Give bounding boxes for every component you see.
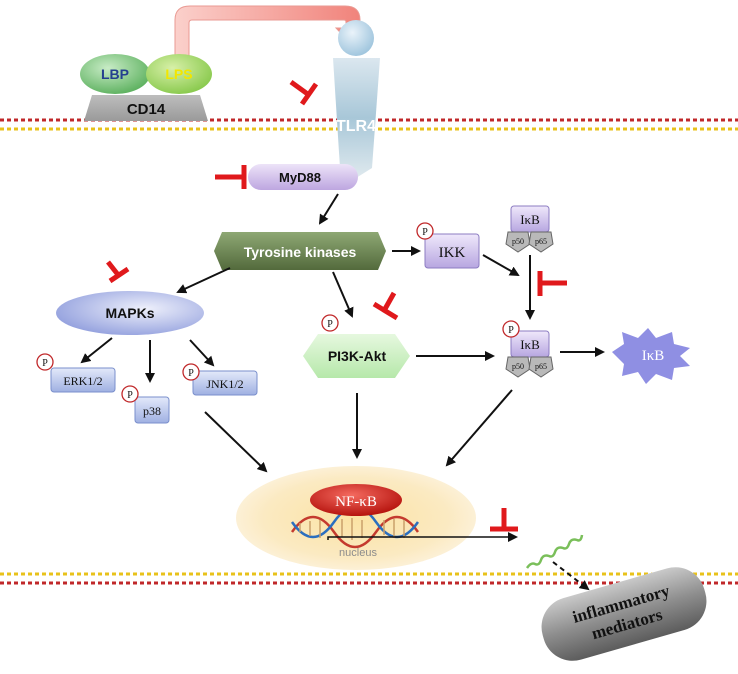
pi3k-akt-label: PI3K-Akt — [328, 348, 387, 364]
nfkb-label: NF-κB — [335, 494, 377, 510]
inhibitor-myd88 — [215, 165, 247, 189]
nfkb-node — [310, 484, 402, 516]
inhibitor-pi3k — [372, 291, 399, 321]
p50-lower-label: p50 — [512, 362, 524, 371]
p38-box — [134, 396, 170, 424]
p65-lower-subunit — [528, 356, 554, 378]
inflammatory-mediators-node: inflammatory mediators — [541, 567, 707, 661]
arrow-myd88-tyrosine — [318, 193, 339, 225]
erk-phospho-label: P — [42, 358, 48, 369]
mapks-node — [56, 291, 204, 335]
nucleus-label: nucleus — [339, 547, 377, 559]
mrna-wave — [525, 534, 584, 569]
ikb-phospho-label: P — [508, 325, 514, 336]
p65-top-subunit — [528, 231, 554, 253]
cd14-receptor — [84, 95, 208, 121]
nuclear-membrane-bottom — [0, 572, 738, 585]
transcription-line — [327, 532, 518, 542]
arrow-mapks-jnk — [189, 339, 215, 367]
tlr4-label: TLR4 — [336, 118, 376, 135]
arrow-tyrosine-pi3k — [332, 271, 354, 318]
lbp-label: LBP — [101, 66, 129, 82]
ikk-label: IKK — [439, 245, 466, 261]
lps-molecule — [146, 54, 212, 94]
ikb-lower-label: IκB — [520, 337, 540, 352]
jnk-phospho-label: P — [188, 368, 194, 379]
p38-label: p38 — [143, 404, 161, 418]
tlr4-ligand-ball — [338, 20, 374, 56]
arrow-mrna-output — [552, 561, 590, 591]
nucleus-region — [236, 466, 476, 570]
cd14-label: CD14 — [127, 101, 166, 118]
inhibitor-mapks — [106, 260, 130, 284]
tlr4-receptor — [333, 58, 380, 178]
arrow-mapk-nucleus — [204, 411, 268, 473]
pi3k-phospho-label: P — [327, 319, 333, 330]
arrow-mapks-erk — [80, 337, 113, 364]
arrow-ikb-nucleus — [445, 389, 513, 467]
tyrosine-kinases-box — [214, 232, 386, 270]
lps-label: LPS — [165, 66, 192, 82]
jnk-label: JNK1/2 — [206, 377, 243, 391]
p38-phospho-circle — [121, 385, 139, 403]
arrow-ikk-ikb — [482, 254, 520, 276]
jnk-phospho-circle — [182, 363, 200, 381]
pi3k-phospho-circle — [321, 314, 339, 332]
lbp-protein — [80, 54, 150, 94]
mapks-label: MAPKs — [105, 305, 154, 321]
myd88-label: MyD88 — [279, 170, 321, 185]
ikb-phospho-circle — [502, 320, 520, 338]
arrow-tyrosine-mapks — [176, 267, 231, 294]
p50-lower-subunit — [505, 356, 531, 378]
p50-top-label: p50 — [512, 237, 524, 246]
ikb-degraded-label: IκB — [642, 348, 665, 364]
p65-top-label: p65 — [535, 237, 547, 246]
ikb-top-label: IκB — [520, 212, 540, 227]
myd88-adaptor — [248, 164, 358, 190]
erk-label: ERK1/2 — [63, 374, 102, 388]
ikb-degraded-burst — [612, 328, 690, 384]
jnk-box — [192, 370, 258, 396]
p50-top-subunit — [505, 231, 531, 253]
inhibitor-ikb-degradation — [537, 271, 567, 296]
erk-phospho-circle — [36, 353, 54, 371]
ikk-phospho-label: P — [422, 227, 428, 238]
ikk-box — [424, 233, 480, 269]
ikb-lower-box — [510, 330, 550, 358]
p65-lower-label: p65 — [535, 362, 547, 371]
p38-phospho-label: P — [127, 390, 133, 401]
inhibitor-tlr4 — [289, 79, 319, 106]
ikk-phospho-circle — [416, 222, 434, 240]
tyrosine-kinases-label: Tyrosine kinases — [244, 244, 357, 260]
pi3k-akt-node — [303, 334, 410, 378]
ikb-top-box — [510, 205, 550, 233]
inhibitor-transcription — [490, 508, 518, 532]
erk-box — [50, 367, 116, 393]
